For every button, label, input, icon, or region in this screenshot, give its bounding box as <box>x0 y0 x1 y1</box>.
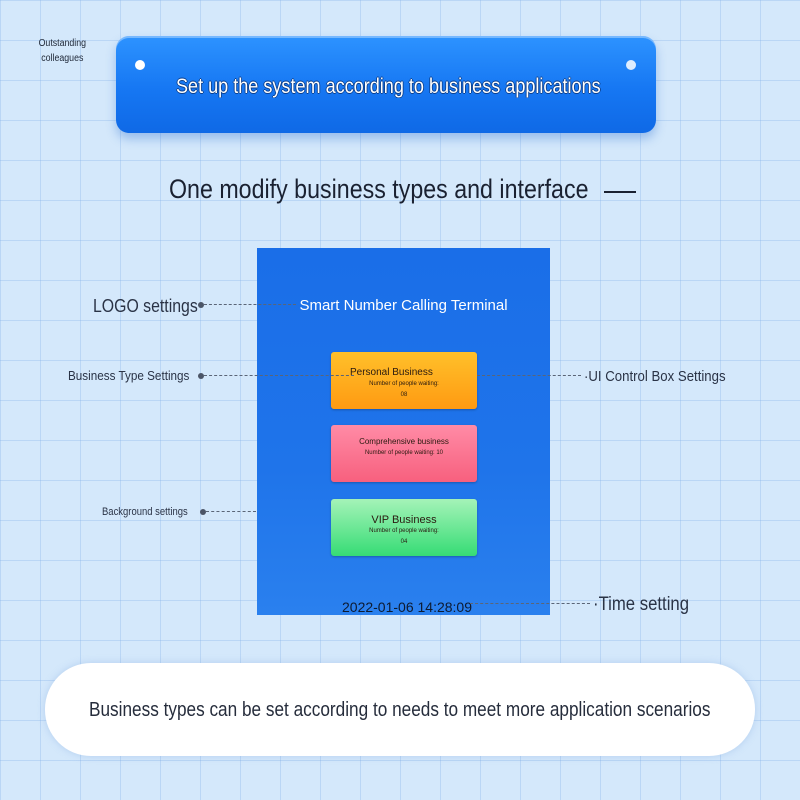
section-subtitle: One modify business types and interface <box>169 174 589 204</box>
corner-label: Outstanding colleagues <box>38 38 87 64</box>
callout-leader-line <box>204 375 354 376</box>
callout-ui-control-box-settings: ·UI Control Box Settings <box>584 368 726 385</box>
terminal-title: Smart Number Calling Terminal <box>299 297 508 314</box>
waiting-label: Number of people waiting: 10 <box>364 450 444 456</box>
waiting-count: 04 <box>400 539 408 545</box>
footer-caption: Business types can be set according to n… <box>89 699 711 721</box>
waiting-label: Number of people waiting: <box>369 381 439 387</box>
waiting-label: Number of people waiting: <box>369 528 439 534</box>
banner-dot-left <box>135 60 145 70</box>
callout-background-settings: Background settings <box>102 506 188 518</box>
callout-dot <box>198 302 204 308</box>
callout-dot <box>198 373 204 379</box>
business-card-comprehensive[interactable]: Comprehensive business Number of people … <box>331 425 477 482</box>
terminal-clock: 2022-01-06 14:28:09 <box>342 599 472 615</box>
waiting-count: 08 <box>400 392 408 398</box>
callout-leader-line <box>206 511 256 512</box>
business-name: Comprehensive business <box>359 437 449 446</box>
business-card-personal[interactable]: Personal Business Number of people waiti… <box>331 352 477 409</box>
subtitle-dash <box>604 191 636 193</box>
callout-business-type-settings: Business Type Settings <box>68 368 190 383</box>
callout-leader-line <box>470 603 590 604</box>
callout-time-setting: ·Time setting <box>593 594 690 615</box>
banner-dot-right <box>626 60 636 70</box>
callout-dot <box>200 509 206 515</box>
business-name: Personal Business <box>350 367 433 378</box>
business-card-vip[interactable]: VIP Business Number of people waiting: 0… <box>331 499 477 556</box>
terminal-screen: Smart Number Calling Terminal Personal B… <box>257 248 550 615</box>
banner-text: Set up the system according to business … <box>176 75 601 98</box>
top-banner: Set up the system according to business … <box>116 36 656 133</box>
callout-leader-line <box>477 375 581 376</box>
footer-caption-box: Business types can be set according to n… <box>45 663 755 756</box>
callout-leader-line <box>204 304 296 305</box>
callout-logo-settings: LOGO settings <box>93 296 198 316</box>
business-name: VIP Business <box>371 514 437 526</box>
